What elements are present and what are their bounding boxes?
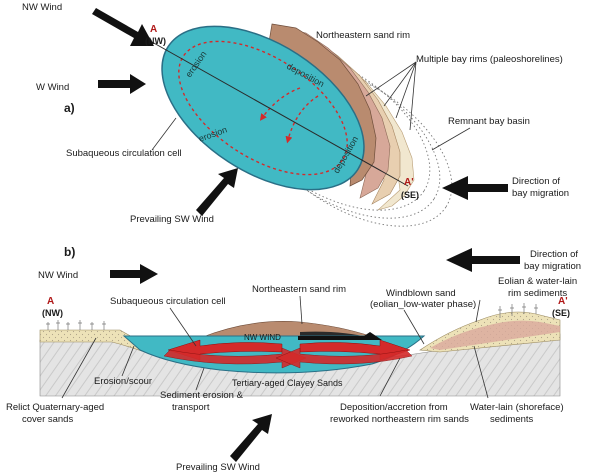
point-a-sub-label: (NW) (145, 36, 166, 46)
tertiary-sands-label: Tertiary-aged Clayey Sands (232, 378, 343, 388)
northeastern-sand-rim-label-b: Northeastern sand rim (252, 284, 346, 295)
panel-b-label: b) (64, 245, 75, 259)
deposition-label-line1: Deposition/accretion from (340, 402, 448, 413)
direction-migration-label-b-line2: bay migration (524, 261, 581, 272)
nw-wind-label-a: NW Wind (22, 2, 62, 13)
prevailing-sw-wind-label-a: Prevailing SW Wind (130, 214, 214, 225)
rim-brown-band (430, 320, 560, 350)
relict-sands-label-line2: cover sands (22, 414, 73, 425)
panel-a-leader-lines (151, 61, 471, 151)
point-a-label: A (150, 24, 157, 35)
trees-left (46, 320, 106, 330)
panel-b: NW WIND b) NW Wind (6, 245, 581, 473)
trees-right (498, 303, 538, 318)
water-lain-label-line1: Water-lain (shoreface) (470, 402, 564, 413)
deposition-label-line2: reworked northeastern rim sands (330, 414, 469, 425)
nw-wind-bar-label: NW WIND (244, 333, 281, 342)
point-a2-label: A' (404, 177, 414, 188)
panel-a-label: a) (64, 101, 75, 115)
nw-wind-label-b: NW Wind (38, 270, 78, 281)
remnant-bay-basin-label: Remnant bay basin (448, 116, 530, 127)
northeastern-sand-rim-label-a: Northeastern sand rim (316, 30, 410, 41)
point-a-sub-label-b: (NW) (42, 308, 63, 318)
w-wind-label-a: W Wind (36, 82, 69, 93)
w-wind-arrow-a (98, 74, 146, 94)
migration-arrow-a (442, 176, 508, 200)
nw-wind-bar-arrow (298, 332, 382, 340)
circulation-cell-arrows (163, 339, 413, 369)
point-a2-sub-label: (SE) (401, 190, 419, 200)
subaqueous-cell-label-a: Subaqueous circulation cell (66, 148, 182, 159)
sediment-erosion-label-line1: Sediment erosion & (160, 390, 244, 401)
water-lain-label-line2: sediments (490, 414, 534, 425)
relict-sands-label-line1: Relict Quaternary-aged (6, 402, 104, 413)
windblown-sand-label-line1: Windblown sand (386, 288, 456, 299)
point-a-label-b: A (47, 296, 54, 307)
nw-wind-arrow-a (92, 8, 154, 46)
erosion-scour-label: Erosion/scour (94, 376, 152, 387)
direction-migration-label-b-line1: Direction of (530, 249, 578, 260)
windblown-sand-label-line2: (eolian_low-water phase) (370, 299, 476, 310)
subaqueous-cell-label-b: Subaqueous circulation cell (110, 296, 226, 307)
eolian-rim-label-line1: Eolian & water-lain (498, 276, 577, 287)
panel-a: erosion erosion deposition deposition a)… (22, 2, 569, 227)
eolian-rim-label-line2: rim sediments (508, 288, 567, 299)
prevailing-sw-wind-label-b: Prevailing SW Wind (176, 462, 260, 473)
circulation-flow-paths (178, 40, 348, 176)
sw-wind-arrow-a (196, 168, 238, 216)
nw-wind-arrow-b (110, 264, 158, 284)
multiple-bay-rims-label: Multiple bay rims (paleoshorelines) (416, 54, 563, 65)
direction-migration-label-a-line2: bay migration (512, 188, 569, 199)
sw-wind-arrow-b (230, 414, 272, 462)
point-a2-sub-label-b: (SE) (552, 308, 570, 318)
migration-arrow-b (446, 248, 520, 272)
remnant-bay-basin-outlines (229, 49, 453, 227)
bay-water-ellipse (161, 25, 365, 191)
sediment-erosion-label-line2: transport (172, 402, 210, 413)
point-a2-label-b: A' (558, 296, 568, 307)
direction-migration-label-a-line1: Direction of (512, 176, 560, 187)
panel-b-leader-lines (61, 295, 489, 399)
transect-line-a-a2 (151, 41, 409, 187)
